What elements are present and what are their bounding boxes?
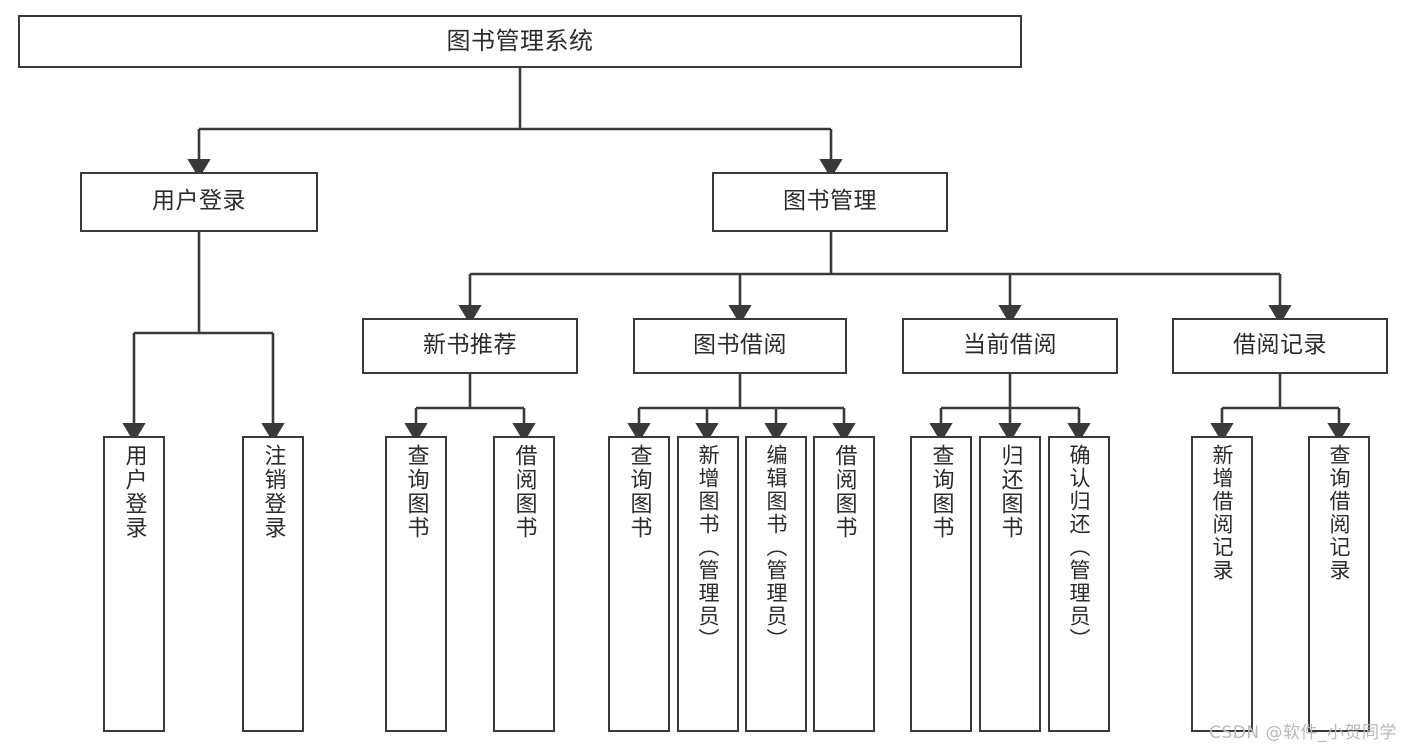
node-label: 查询图书 [626,444,652,540]
node-label: 当前借阅 [963,332,1057,359]
node-query-books-current[interactable]: 查询图书 [910,436,972,732]
node-borrow-books-rec[interactable]: 借阅图书 [493,436,555,732]
node-borrow-record[interactable]: 借阅记录 [1172,318,1388,374]
node-return-book[interactable]: 归还图书 [979,436,1041,732]
node-logout-user[interactable]: 注销登录 [242,436,304,732]
node-login-user[interactable]: 用户登录 [103,436,165,732]
node-label: 借阅记录 [1233,332,1327,359]
node-book-borrow[interactable]: 图书借阅 [633,318,847,374]
node-label: 借阅图书 [831,444,857,540]
node-label: 新增借阅记录 [1210,444,1235,582]
node-label: 查询图书 [403,444,429,540]
node-label: 借阅图书 [511,444,537,540]
node-label: 确认归还（管理员） [1067,444,1092,651]
node-book-management[interactable]: 图书管理 [712,172,948,232]
node-label: 编辑图书（管理员） [764,444,789,651]
watermark-text: CSDN @软件_小贺同学 [1209,723,1397,743]
node-new-book-recommendation[interactable]: 新书推荐 [362,318,578,374]
node-label: 归还图书 [997,444,1023,540]
node-label: 用户登录 [152,188,246,215]
node-label: 用户登录 [121,444,147,540]
node-edit-book-admin[interactable]: 编辑图书（管理员） [745,436,807,732]
node-label: 注销登录 [260,444,286,540]
node-query-books-borrow[interactable]: 查询图书 [608,436,670,732]
node-label: 查询借阅记录 [1327,444,1352,582]
node-add-book-admin[interactable]: 新增图书（管理员） [677,436,739,732]
node-user-login[interactable]: 用户登录 [80,172,318,232]
node-label: 图书借阅 [693,332,787,359]
node-label: 新书推荐 [423,332,517,359]
node-root-system[interactable]: 图书管理系统 [18,15,1022,68]
node-add-borrow-record[interactable]: 新增借阅记录 [1191,436,1253,732]
node-label: 新增图书（管理员） [696,444,721,651]
node-label: 图书管理 [783,188,877,215]
node-query-books-rec[interactable]: 查询图书 [385,436,447,732]
node-borrow-book[interactable]: 借阅图书 [813,436,875,732]
node-label: 查询图书 [928,444,954,540]
node-label: 图书管理系统 [446,27,594,56]
node-confirm-return-admin[interactable]: 确认归还（管理员） [1048,436,1110,732]
node-current-borrow[interactable]: 当前借阅 [902,318,1118,374]
node-query-borrow-record[interactable]: 查询借阅记录 [1308,436,1370,732]
